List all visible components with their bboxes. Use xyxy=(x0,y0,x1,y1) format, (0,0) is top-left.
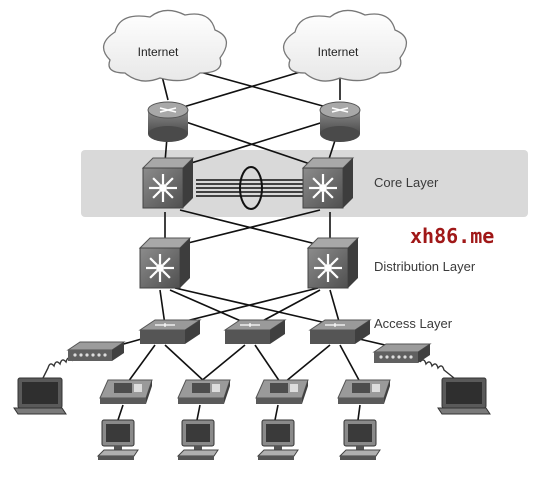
ip-phone-icon xyxy=(337,379,391,404)
ip-phone-icon xyxy=(99,379,153,404)
core-layer-label: Core Layer xyxy=(374,175,439,190)
access-layer-label: Access Layer xyxy=(374,316,453,331)
multilayer-switch-icon xyxy=(306,237,360,289)
hub-icon xyxy=(372,343,432,363)
access-switch-2 xyxy=(223,319,287,344)
router-icon xyxy=(147,101,189,142)
router-left xyxy=(147,101,189,142)
cloud-left-label: Internet xyxy=(137,45,179,59)
laptop-left xyxy=(13,377,67,415)
pc-icon xyxy=(96,419,139,460)
distribution-switch-left xyxy=(138,237,192,289)
pc-icon xyxy=(176,419,219,460)
router-icon xyxy=(319,101,361,142)
core-switch-right xyxy=(301,157,355,209)
ip-phones xyxy=(99,379,391,404)
switch-icon xyxy=(223,319,287,344)
core-switch-left xyxy=(141,157,195,209)
cloud-right-label: Internet xyxy=(317,45,359,59)
cloud-left xyxy=(103,9,227,82)
multilayer-switch-icon xyxy=(138,237,192,289)
pc-icon xyxy=(256,419,299,460)
coil-cable-right xyxy=(419,359,455,379)
hub-right xyxy=(372,343,432,363)
switch-icon xyxy=(138,319,202,344)
distribution-switch-right xyxy=(306,237,360,289)
cloud-icon xyxy=(103,9,227,82)
hub-left xyxy=(66,341,126,361)
multilayer-switch-icon xyxy=(141,157,195,209)
access-switch-1 xyxy=(138,319,202,344)
cloud-icon xyxy=(283,9,407,82)
switch-icon xyxy=(308,319,372,344)
ip-phone-icon xyxy=(255,379,309,404)
watermark: xh86.me xyxy=(410,224,495,248)
pcs xyxy=(96,419,381,460)
distribution-layer-label: Distribution Layer xyxy=(374,259,476,274)
laptop-icon xyxy=(437,377,491,415)
router-right xyxy=(319,101,361,142)
multilayer-switch-icon xyxy=(301,157,355,209)
laptop-right xyxy=(437,377,491,415)
ip-phone-icon xyxy=(177,379,231,404)
cloud-right xyxy=(283,9,407,82)
links xyxy=(117,67,386,421)
laptop-icon xyxy=(13,377,67,415)
core-interconnect xyxy=(196,166,305,210)
pc-icon xyxy=(338,419,381,460)
access-switch-3 xyxy=(308,319,372,344)
hub-icon xyxy=(66,341,126,361)
